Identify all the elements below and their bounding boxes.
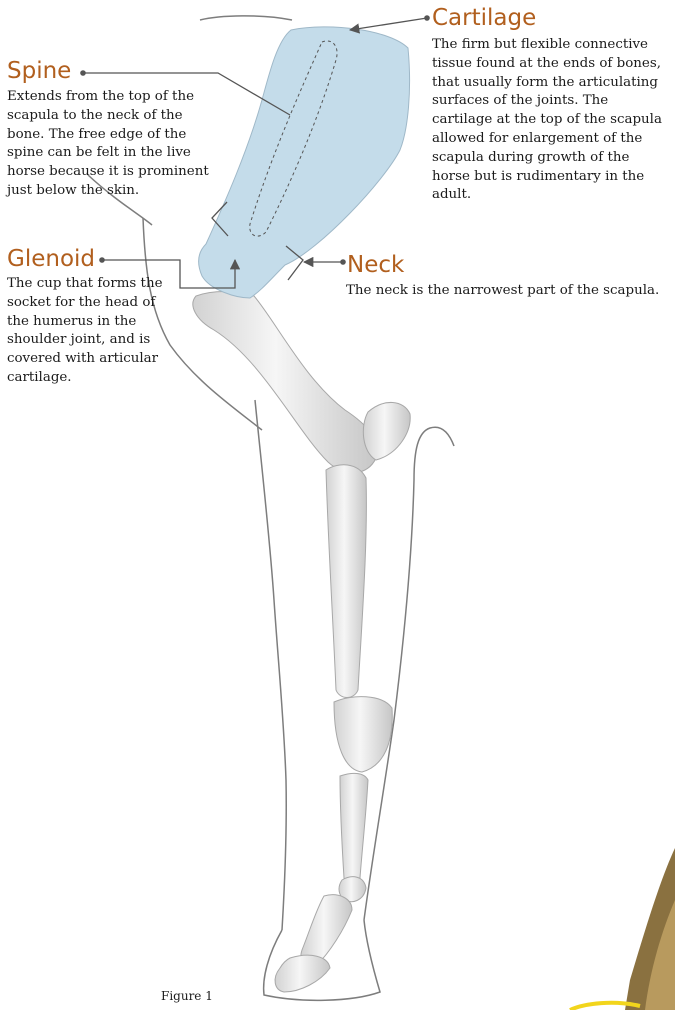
coffin-bone bbox=[275, 955, 330, 992]
carpus bbox=[334, 697, 392, 772]
cannon-bone bbox=[340, 773, 368, 882]
neck-term: Neck bbox=[347, 252, 404, 278]
figure-caption: Figure 1 bbox=[161, 989, 213, 1003]
humerus bbox=[193, 292, 377, 473]
glenoid-term: Glenoid bbox=[7, 246, 95, 272]
radius bbox=[326, 465, 366, 698]
spine-description: Extends from the top of the scapula to t… bbox=[7, 88, 217, 201]
foreleg-bones bbox=[193, 292, 410, 993]
glenoid-description: The cup that forms the socket for the he… bbox=[7, 275, 173, 388]
cartilage-leader bbox=[350, 18, 427, 30]
cartilage-term: Cartilage bbox=[432, 5, 536, 31]
partial-photo-corner bbox=[570, 848, 675, 1010]
cartilage-description: The firm but flexible connective tissue … bbox=[432, 36, 670, 205]
elbow-olecranon bbox=[363, 402, 410, 460]
neck-description: The neck is the narrowest part of the sc… bbox=[346, 282, 674, 301]
spine-term: Spine bbox=[7, 58, 71, 84]
